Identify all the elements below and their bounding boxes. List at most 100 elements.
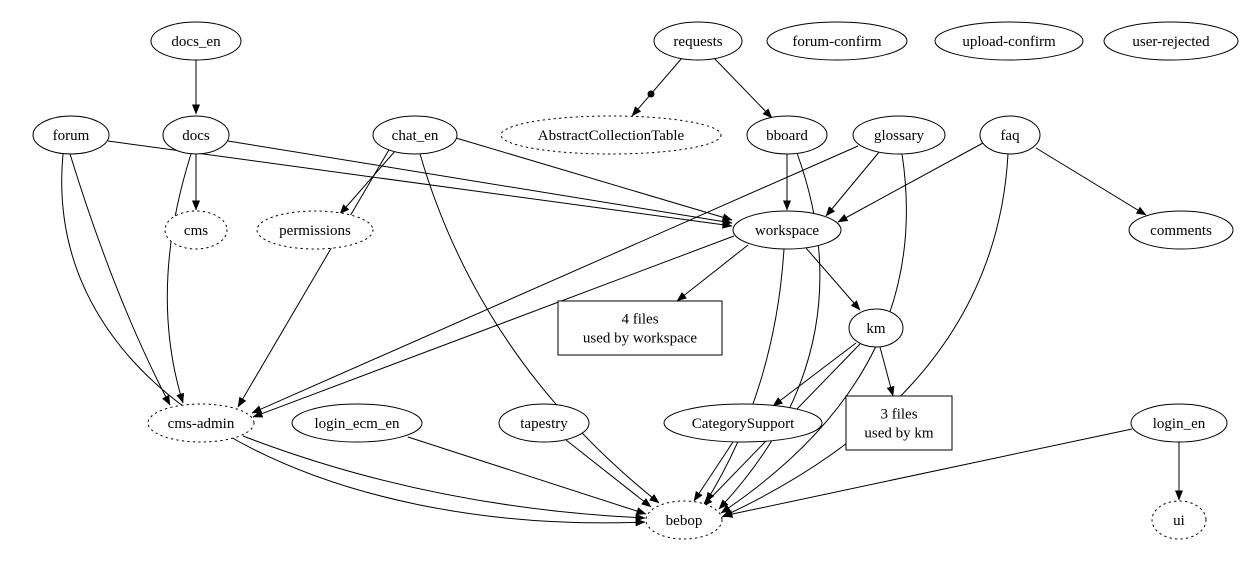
node-label: glossary [874,128,924,144]
edge-docs-to-cms-admin [166,153,192,404]
node-label: chat_en [392,128,439,144]
node-ellipse [372,115,458,155]
node-box [845,395,953,451]
edge-forum-to-cms-admin [69,153,171,406]
node-ellipse [852,115,946,155]
node-label: faq [1000,128,1020,144]
node-label: docs_en [171,34,221,50]
node-faq: faq [979,115,1041,155]
node-label: login_en [1153,416,1206,432]
node-label: forum-confirm [792,34,881,50]
node-label: CategorySupport [692,416,795,432]
edge-glossary-to-cms-admin [251,145,859,414]
node-ellipse [645,500,723,540]
node-label: AbstractCollectionTable [538,128,685,144]
node-forum: forum [32,115,110,155]
node-box [557,300,723,356]
edge-requests-to-abstractcollectiontable [631,57,683,117]
node-forum-confirm: forum-confirm [766,21,908,61]
node-ellipse [291,403,423,443]
edge-chat-en-to-workspace [455,137,733,222]
node-ellipse [150,21,242,61]
edge-workspace-to-cms-admin [252,235,735,418]
node-ellipse [162,115,230,155]
edge-faq-to-comments [1035,147,1147,216]
edge-tapestry-to-bebop [565,439,652,508]
node-ellipse [732,210,842,250]
edge-glossary-to-workspace [825,150,881,217]
node-label: bboard [766,128,808,144]
node-label: km [866,321,886,337]
node-cms: cms [164,210,228,250]
node-upload-confirm: upload-confirm [934,21,1084,61]
node-glossary: glossary [852,115,946,155]
node-ellipse [979,115,1041,155]
node-docs: docs [162,115,230,155]
node-label: bebop [666,513,703,529]
edge-km-to-files-km [879,346,895,397]
node-label: permissions [279,223,351,239]
edge-forum-to-workspace [107,140,733,229]
node-ellipse [1103,21,1239,61]
node-ellipse [934,21,1084,61]
node-ellipse [1130,403,1228,443]
node-bboard: bboard [746,115,828,155]
node-bebop: bebop [645,500,723,540]
edge-bboard-to-bebop [718,152,821,510]
edge-workspace-to-bebop [705,248,785,503]
node-ellipse [766,21,908,61]
node-abstractcollectiontable: AbstractCollectionTable [500,115,722,155]
edge-km-to-categorysupport [772,342,857,407]
node-comments: comments [1128,210,1234,250]
node-label: cms-admin [168,416,235,432]
node-ellipse [256,210,374,250]
edge-faq-to-bebop [721,153,1009,518]
node-ellipse [663,403,823,443]
node-label: cms [184,223,208,239]
node-label: login_ecm_en [315,416,400,432]
node-docs-en: docs_en [150,21,242,61]
node-label: docs [182,128,210,144]
edge-categorysupport-to-bebop [693,441,734,502]
node-ellipse [164,210,228,250]
edge-workspace-to-files-workspace [676,244,749,302]
edge-glossary-to-bebop [720,153,907,514]
edge-chat-en-to-cms-admin [237,147,391,408]
node-label: user-rejected [1132,34,1210,50]
node-categorysupport: CategorySupport [663,403,823,443]
edge-cms-admin-to-bebop [242,435,646,522]
edge-login-en-to-bebop [722,428,1133,518]
node-label: forum [53,128,90,144]
node-workspace: workspace [732,210,842,250]
node-ellipse [498,403,590,443]
node-ellipse [32,115,110,155]
edge-requests-to-bboard [713,57,773,119]
node-user-rejected: user-rejected [1103,21,1239,61]
node-ellipse [848,308,904,348]
edge-chat-en-to-bebop [419,153,660,504]
node-ui: ui [1151,500,1207,540]
node-label: upload-confirm [962,34,1056,50]
node-label: requests [673,34,722,50]
node-permissions: permissions [256,210,374,250]
node-chat-en: chat_en [372,115,458,155]
edge-faq-to-workspace [837,142,984,223]
edge-login-ecm-en-to-bebop [407,436,647,515]
edge-chat-en-to-permissions [339,149,397,215]
edge-docs-to-workspace [227,140,733,226]
node-ellipse [147,403,255,443]
node-label: ui [1173,513,1185,529]
node-cms-admin: cms-admin [147,403,255,443]
node-login-ecm-en: login_ecm_en [291,403,423,443]
node-login-en: login_en [1130,403,1228,443]
edge-dot-marker [647,90,655,98]
node-ellipse [1128,210,1234,250]
node-tapestry: tapestry [498,403,590,443]
node-layer: docs_en requests forum-confirm upload-confi… [32,21,1239,540]
node-ellipse [746,115,828,155]
node-requests: requests [653,21,743,61]
